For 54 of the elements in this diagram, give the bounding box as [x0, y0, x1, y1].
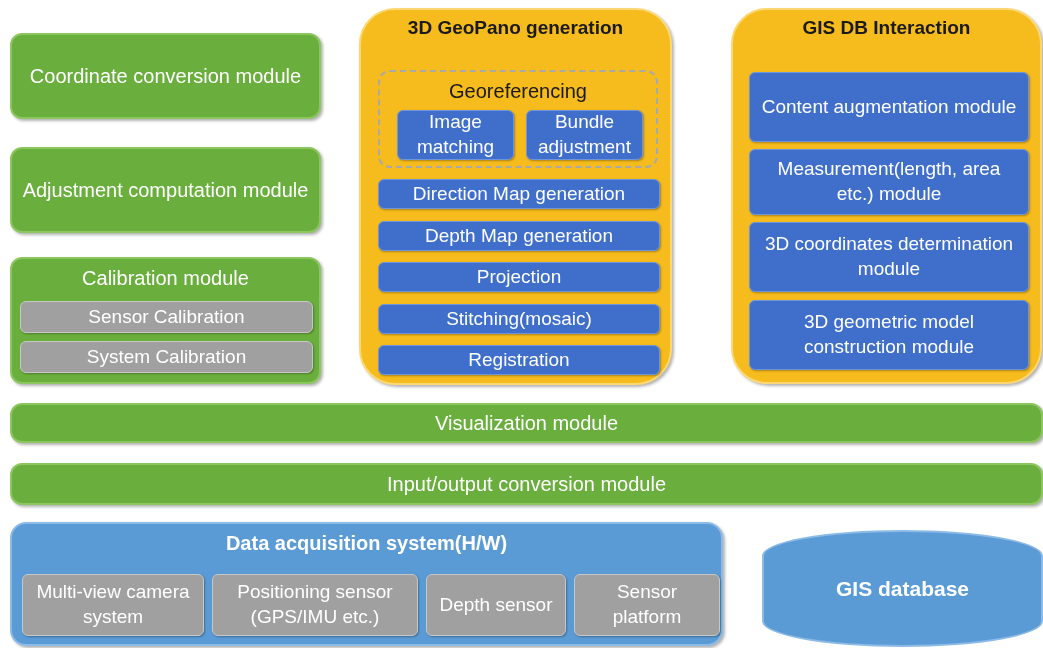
box-label: Content augmentation module — [761, 94, 1017, 119]
module-box — [10, 33, 321, 119]
box-label: Depth sensor — [439, 592, 553, 617]
box-label: Projection — [476, 264, 562, 289]
box-label: Stitching(mosaic) — [446, 306, 592, 331]
module-box — [10, 147, 321, 233]
box-label: Image matching — [415, 110, 496, 159]
function-box — [749, 222, 1029, 292]
dashed-group-box — [378, 70, 658, 168]
box-label: Multi-view camera system — [35, 580, 191, 629]
component-box — [22, 574, 204, 636]
box-label: GIS database — [835, 575, 970, 602]
group-title: Georeferencing — [449, 79, 587, 104]
database-shape — [762, 530, 1043, 647]
box-label: Input/output conversion module — [386, 472, 667, 497]
group-title: Calibration module — [82, 266, 249, 291]
box-label: Adjustment computation module — [22, 178, 309, 203]
box-label: Depth Map generation — [425, 223, 613, 248]
box-label: Registration — [468, 347, 570, 372]
box-label: Visualization module — [434, 411, 619, 436]
box-label: Coordinate conversion module — [29, 64, 302, 89]
function-box — [378, 345, 660, 375]
system-panel — [10, 522, 723, 646]
box-label: Measurement(length, area etc.) module — [776, 157, 1002, 206]
function-box — [378, 262, 660, 292]
group-panel — [731, 8, 1042, 384]
box-label: Bundle adjustment — [537, 110, 632, 159]
group-panel — [359, 8, 672, 385]
box-label: 3D geometric model construction module — [802, 310, 975, 359]
component-box — [212, 574, 418, 636]
function-box — [749, 300, 1029, 370]
function-box — [397, 110, 514, 160]
function-box — [378, 304, 660, 334]
function-box — [749, 72, 1029, 142]
function-box — [378, 221, 660, 251]
module-panel — [10, 257, 321, 384]
group-title: 3D GeoPano generation — [407, 16, 624, 40]
box-label: Positioning sensor (GPS/IMU etc.) — [236, 580, 394, 629]
box-label: Sensor platform — [611, 580, 683, 629]
component-box — [20, 301, 313, 333]
box-label: Direction Map generation — [412, 181, 626, 206]
function-box — [526, 110, 643, 160]
group-title: Data acquisition system(H/W) — [225, 531, 508, 556]
component-box — [574, 574, 720, 636]
box-label: 3D coordinates determination module — [763, 232, 1015, 281]
component-box — [20, 341, 313, 373]
function-box — [378, 179, 660, 209]
module-box — [10, 403, 1043, 443]
box-label: System Calibration — [86, 344, 247, 369]
component-box — [426, 574, 566, 636]
box-label: Sensor Calibration — [88, 304, 245, 329]
function-box — [749, 149, 1029, 215]
module-box — [10, 463, 1043, 505]
group-title: GIS DB Interaction — [802, 16, 971, 40]
